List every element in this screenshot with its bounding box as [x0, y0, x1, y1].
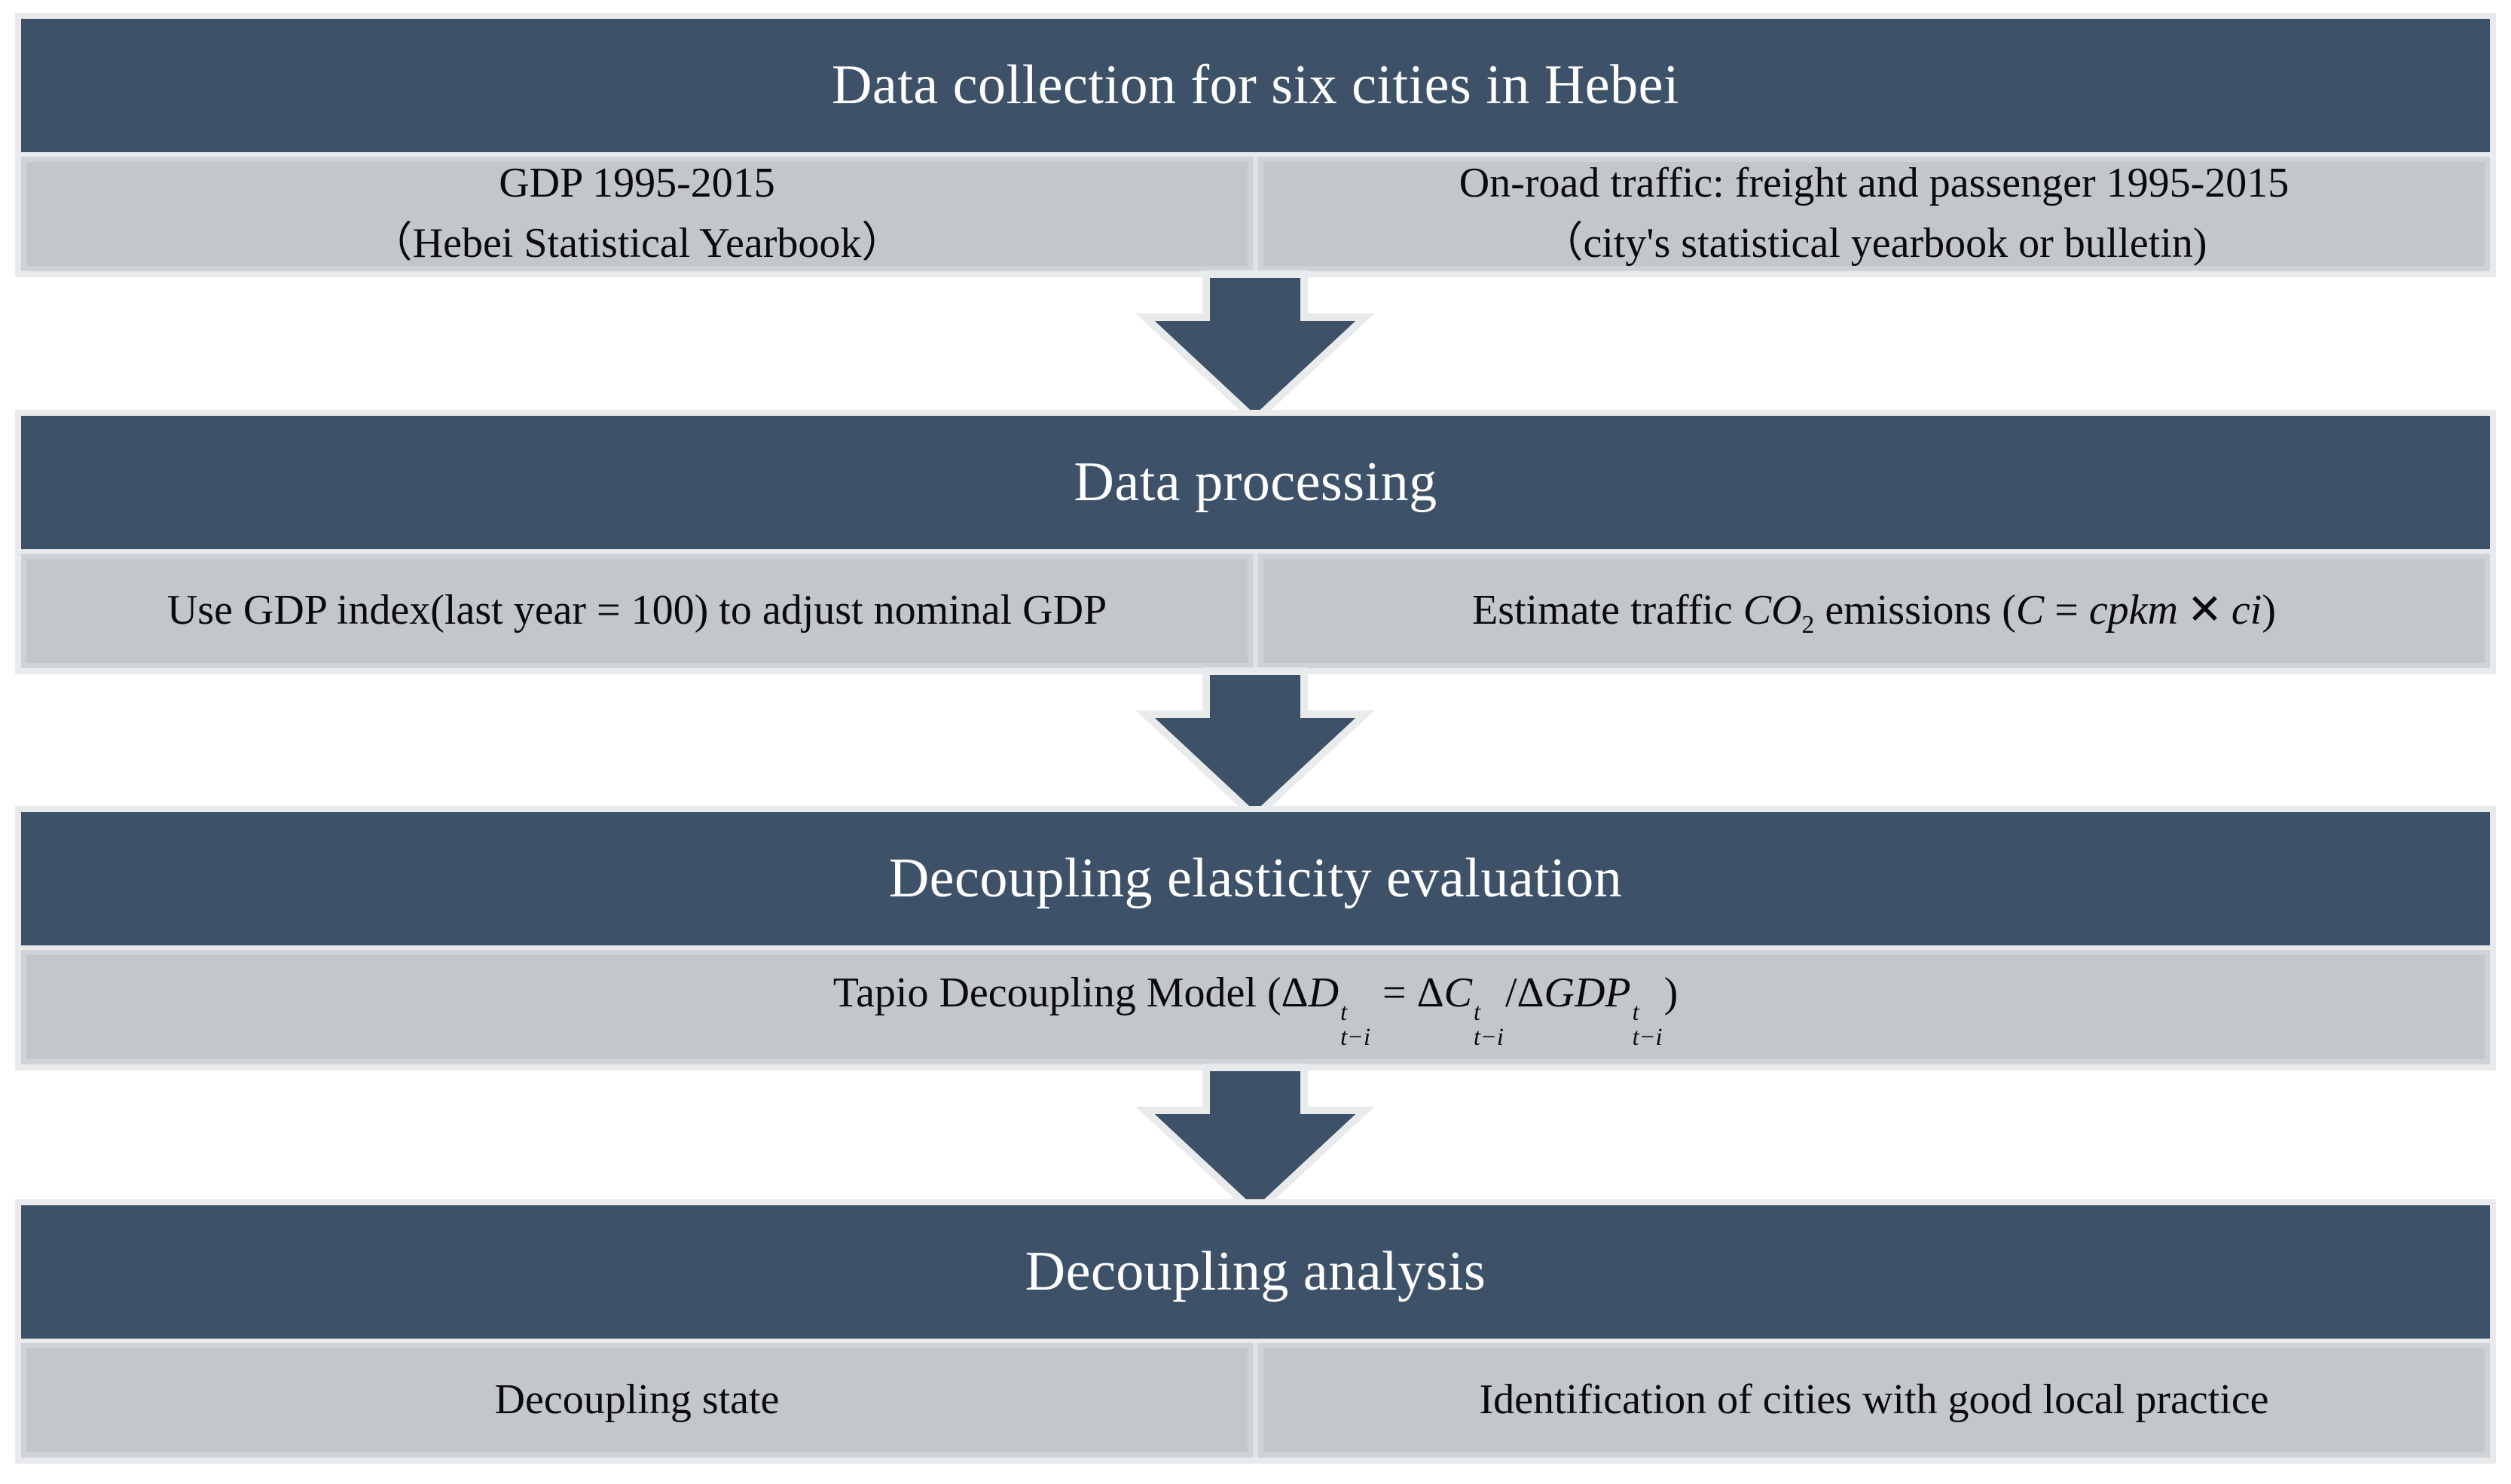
cell-divider — [1253, 554, 1258, 668]
decoupling-analysis-row: Decoupling state Identification of citie… — [21, 1343, 2490, 1458]
data-processing-row: Use GDP index(last year = 100) to adjust… — [21, 554, 2490, 668]
gdp-adjust-cell: Use GDP index(last year = 100) to adjust… — [21, 554, 1253, 668]
gdp-source-cell: GDP 1995-2015 （Hebei Statistical Yearboo… — [21, 157, 1253, 271]
cell-divider — [1253, 157, 1258, 271]
city-identification-text: Identification of cities with good local… — [1479, 1376, 2269, 1424]
co2-estimate-formula: Estimate traffic CO2 emissions (C = cpkm… — [1472, 587, 2276, 640]
city-identification-cell: Identification of cities with good local… — [1258, 1343, 2490, 1458]
traffic-source-cell: On-road traffic: freight and passenger 1… — [1258, 157, 2490, 271]
decoupling-analysis-block: Decoupling analysis Decoupling state Ide… — [15, 1199, 2496, 1464]
decoupling-analysis-title: Decoupling analysis — [1025, 1241, 1486, 1302]
decoupling-elasticity-title-bar: Decoupling elasticity evaluation — [21, 812, 2490, 945]
data-collection-title: Data collection for six cities in Hebei — [831, 54, 1680, 116]
gdp-adjust-text: Use GDP index(last year = 100) to adjust… — [166, 587, 1107, 634]
data-collection-title-bar: Data collection for six cities in Hebei — [21, 19, 2490, 152]
cell-divider — [1253, 1343, 1258, 1458]
data-processing-title: Data processing — [1074, 451, 1437, 513]
decoupling-elasticity-block: Decoupling elasticity evaluation Tapio D… — [15, 806, 2496, 1070]
traffic-source-line2: （city's statistical yearbook or bulletin… — [1541, 220, 2207, 267]
co2-estimate-cell: Estimate traffic CO2 emissions (C = cpkm… — [1258, 554, 2490, 668]
decoupling-state-cell: Decoupling state — [21, 1343, 1253, 1458]
down-arrow-icon — [1135, 270, 1375, 425]
down-arrow-icon — [1135, 1064, 1375, 1218]
data-processing-title-bar: Data processing — [21, 416, 2490, 549]
data-collection-block: Data collection for six cities in Hebei … — [15, 13, 2496, 277]
decoupling-analysis-title-bar: Decoupling analysis — [21, 1205, 2490, 1339]
down-arrow-icon — [1135, 667, 1375, 822]
decoupling-elasticity-title: Decoupling elasticity evaluation — [888, 847, 1623, 909]
data-processing-block: Data processing Use GDP index(last year … — [15, 410, 2496, 674]
decoupling-state-text: Decoupling state — [494, 1376, 780, 1424]
traffic-source-line1: On-road traffic: freight and passenger 1… — [1459, 160, 2290, 207]
data-collection-row: GDP 1995-2015 （Hebei Statistical Yearboo… — [21, 157, 2490, 271]
gdp-source-line2: （Hebei Statistical Yearbook） — [370, 220, 904, 267]
gdp-source-line1: GDP 1995-2015 — [499, 160, 775, 207]
